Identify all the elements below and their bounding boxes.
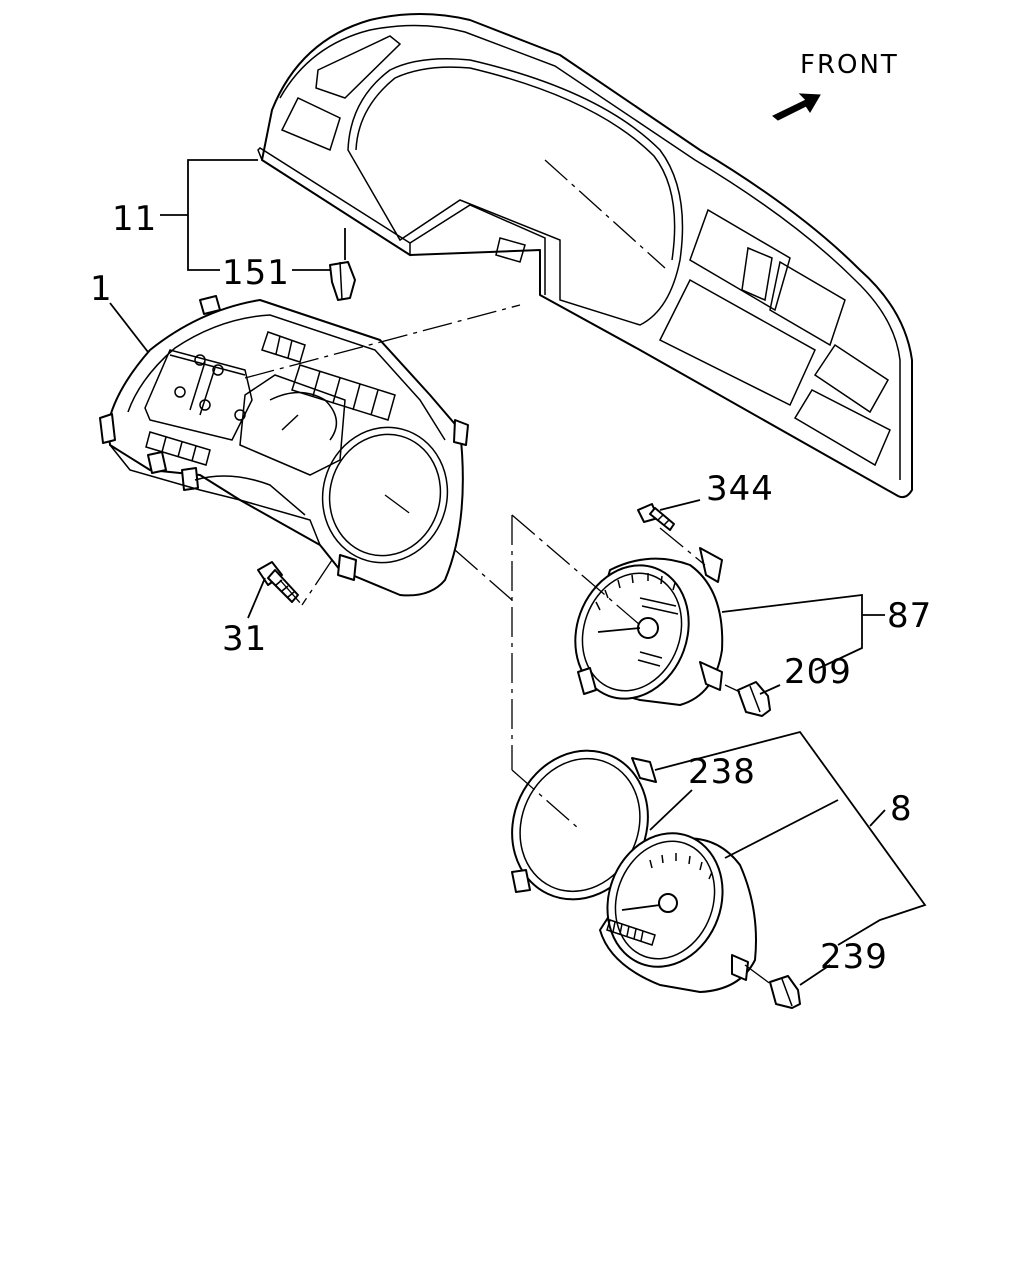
callout-8: 8	[890, 789, 913, 829]
screw-part-344	[637, 503, 675, 531]
callout-labels: 11 151 1 31 344 87 209 238 8 239	[90, 199, 932, 977]
bulb-part-209	[737, 681, 771, 717]
callout-1: 1	[90, 269, 113, 309]
callout-209: 209	[784, 652, 852, 692]
callout-239: 239	[820, 937, 888, 977]
assembly-lines	[244, 159, 773, 986]
bulb-part-239	[769, 975, 801, 1009]
callout-151: 151	[222, 253, 290, 293]
front-arrow-icon	[772, 93, 821, 121]
callout-31: 31	[222, 619, 267, 659]
cluster-housing-part-11	[257, 13, 913, 499]
combination-meter-part-1	[99, 295, 469, 597]
callout-344: 344	[706, 469, 774, 509]
callout-238: 238	[688, 752, 756, 792]
callout-11: 11	[112, 199, 157, 239]
front-label: FRONT	[800, 50, 899, 80]
front-indicator: FRONT	[772, 50, 899, 121]
clip-part-151	[329, 228, 356, 301]
callout-87: 87	[887, 596, 932, 636]
tachometer-part-87	[574, 547, 724, 706]
leader-lines	[109, 159, 927, 986]
speedometer-part-8	[599, 832, 757, 993]
